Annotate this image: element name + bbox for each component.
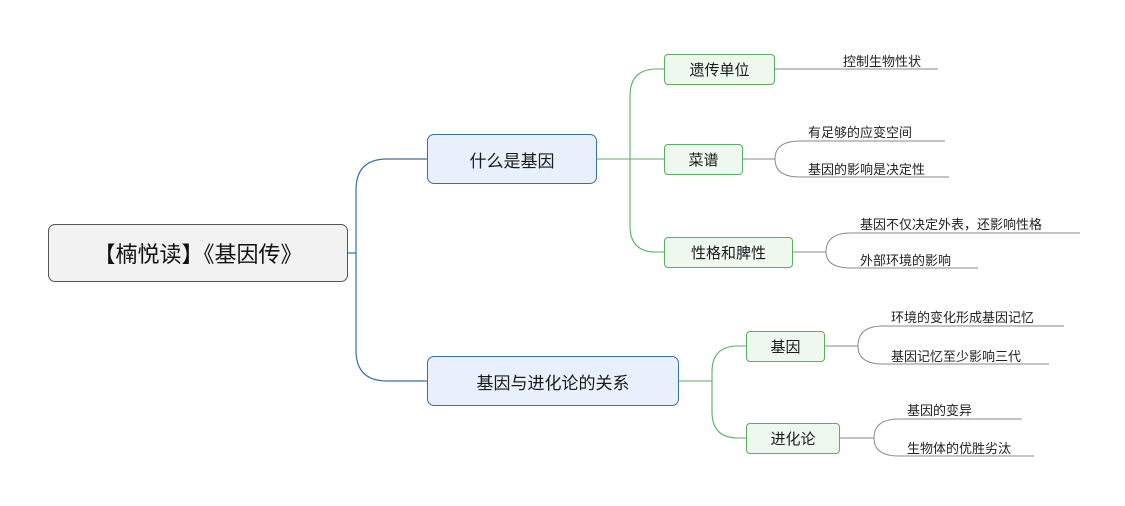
leaf-topic[interactable]: 有足够的应变空间 (808, 126, 913, 141)
connector-sub4-leaf1 (825, 325, 1064, 347)
root-topic[interactable]: 【楠悦读】《基因传》 (48, 224, 348, 282)
branch-topic-gene-and-evolution[interactable]: 基因与进化论的关系 (427, 356, 679, 406)
connector-sub2-leaf2 (774, 158, 949, 178)
connector-root-branch-1 (348, 158, 427, 254)
connector-branch1-sub1 (597, 68, 664, 160)
leaf-topic[interactable]: 外部环境的影响 (860, 254, 952, 269)
branch-topic-what-is-gene[interactable]: 什么是基因 (427, 134, 597, 184)
connector-sub5-leaf2 (873, 437, 1034, 457)
connector-sub4-leaf2 (857, 345, 1049, 365)
leaf-topic[interactable]: 基因记忆至少影响三代 (891, 350, 1022, 365)
subtopic-recipe[interactable]: 菜谱 (664, 144, 743, 175)
subtopic-gene[interactable]: 基因 (746, 331, 825, 362)
connector-sub2-leaf1 (743, 140, 945, 160)
leaf-topic[interactable]: 基因不仅决定外表，还影响性格 (860, 218, 1043, 233)
connector-sub3-leaf1 (793, 232, 1080, 253)
connector-branch2-sub2 (711, 381, 746, 439)
connector-sub3-leaf2 (825, 251, 978, 269)
leaf-topic[interactable]: 控制生物性状 (843, 55, 922, 70)
subtopic-evolution[interactable]: 进化论 (746, 423, 840, 454)
connector-branch2-sub1 (679, 345, 746, 382)
subtopic-genetic-unit[interactable]: 遗传单位 (664, 54, 775, 85)
connector-root-branch-2 (355, 253, 427, 382)
leaf-topic[interactable]: 生物体的优胜劣汰 (907, 442, 1012, 457)
connector-sub5-leaf1 (840, 418, 1022, 439)
leaf-topic[interactable]: 环境的变化形成基因记忆 (891, 311, 1035, 326)
subtopic-personality[interactable]: 性格和脾性 (664, 237, 793, 268)
connector-branch1-sub3 (629, 159, 664, 253)
leaf-topic[interactable]: 基因的影响是决定性 (808, 163, 926, 178)
leaf-topic[interactable]: 基因的变异 (907, 404, 973, 419)
